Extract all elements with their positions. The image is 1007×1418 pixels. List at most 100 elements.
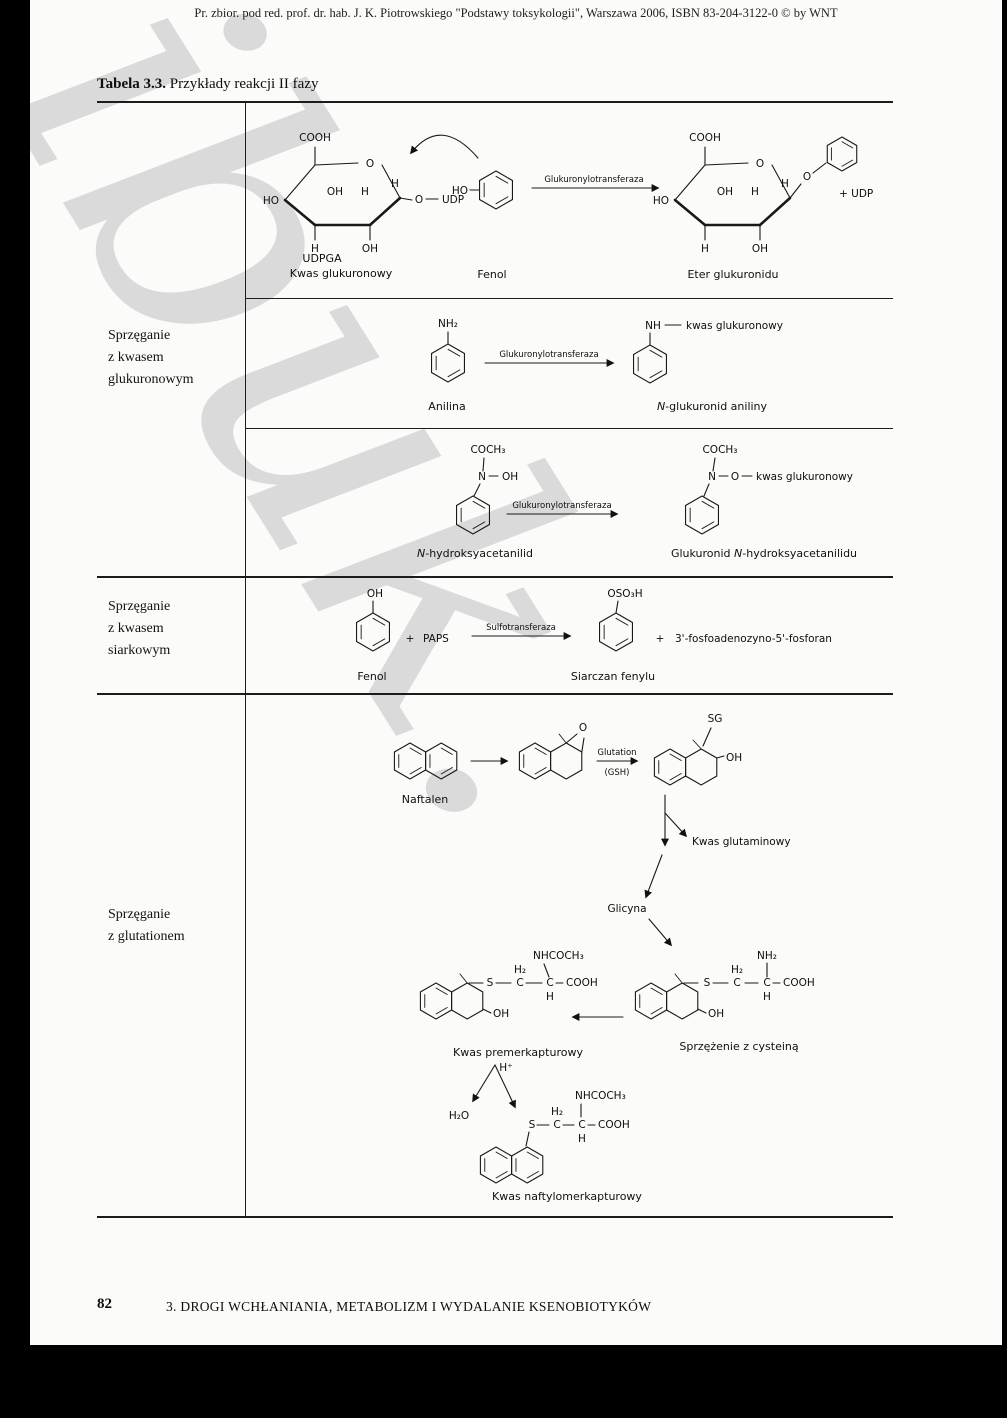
diagram-glucuronidation-nhydroxyacetanilide: COCH₃ N OH Glukuronylotransferaza COCH₃ … <box>455 444 853 535</box>
atom-label: H <box>751 186 759 198</box>
rule-vertical-divider <box>245 101 246 1218</box>
diagram-glucuronidation-aniline: NH₂ Glukuronylotransferaza NH kwas gluku… <box>430 318 783 384</box>
caption-n-glukuronid-aniliny: N-glukuronid aniliny <box>657 400 767 413</box>
aromatic-ring <box>425 742 458 780</box>
atom-label: OH <box>502 471 518 483</box>
dehydration-step: H⁺ H₂O <box>449 1062 516 1122</box>
benzene-ring <box>478 170 514 210</box>
caption-fenol: Fenol <box>477 268 507 281</box>
n-glucuronide-aniline-structure: NH kwas glukuronowy <box>632 320 783 384</box>
paf-label: 3'-fosfoadenozyno-5'-fosforan <box>675 633 832 645</box>
atom-label: SG <box>708 713 723 725</box>
atom-label: O <box>415 194 423 206</box>
atom-label: C <box>553 1119 560 1131</box>
caption-kwas-naftylomerkapturowy: Kwas naftylomerkapturowy <box>492 1190 642 1203</box>
atom-label: N <box>708 471 716 483</box>
italic-n: N <box>656 400 666 413</box>
glutathione-conjugate-structure: SG OH <box>653 713 742 786</box>
atom-label: H <box>546 991 554 1003</box>
atom-label: OH <box>752 243 768 255</box>
aromatic-ring <box>518 742 552 780</box>
caption-kwas-premerkapturowy: Kwas premerkapturowy <box>453 1046 583 1059</box>
caption-text: -hydroksyacetanilidu <box>742 547 858 560</box>
atom-label: O <box>579 722 587 734</box>
caption-kwas-glukuronowy: Kwas glukuronowy <box>289 267 393 280</box>
italic-n: N <box>416 547 426 560</box>
dihydro-ring <box>685 748 718 786</box>
atom-label: H <box>311 243 319 255</box>
curved-mechanism-arrow <box>410 134 479 159</box>
atom-label: NH <box>645 320 661 332</box>
atom-label: H <box>701 243 709 255</box>
row-label-line: Sprzęganie <box>108 907 171 922</box>
rule-sub2 <box>245 428 893 429</box>
naphthalene-structure <box>393 742 458 780</box>
atom-label: UDP <box>442 194 464 206</box>
atom-label: S <box>529 1119 536 1131</box>
atom-label: H <box>391 178 399 190</box>
glucuronic-acid-text: kwas glukuronowy <box>686 320 783 332</box>
rule-mid1 <box>97 576 893 578</box>
row-label-line: siarkowym <box>108 643 171 658</box>
cysteine-conjugate-structure: S C H₂ C NH₂ H COOH OH <box>634 950 815 1020</box>
atom-label: COCH₃ <box>702 444 737 456</box>
atom-label: COOH <box>598 1119 630 1131</box>
atom-label: C <box>733 977 740 989</box>
caption-anilina: Anilina <box>428 400 466 413</box>
phenyl-ring <box>826 136 858 172</box>
atom-label: OH <box>708 1008 724 1020</box>
atom-label: NHCOCH₃ <box>533 950 584 962</box>
atom-label: S <box>704 977 711 989</box>
page-scan: ibuk. Pr. zbior. pod red. prof. dr. hab.… <box>30 0 1002 1345</box>
dihydro-ring <box>666 982 699 1020</box>
row-label-glutathione: Sprzęganie z glutationem <box>108 904 185 948</box>
phenol-structure: OH <box>355 588 391 652</box>
reaction-arrow-enzyme: Glukuronylotransferaza <box>484 350 615 367</box>
atom-label: OH <box>726 752 742 764</box>
page-header: Pr. zbior. pod red. prof. dr. hab. J. K.… <box>194 6 838 20</box>
atom-label: COCH₃ <box>470 444 505 456</box>
enzyme-label: Glukuronylotransferaza <box>544 175 643 185</box>
caption-naftalen: Naftalen <box>401 793 449 806</box>
row-label-line: glukuronowym <box>108 372 194 387</box>
page-number: 82 <box>97 1296 112 1312</box>
benzene-ring <box>455 495 491 535</box>
atom-label: NHCOCH₃ <box>575 1090 626 1102</box>
atom-label: OH <box>362 243 378 255</box>
glucuronide-product-structure: COCH₃ N O kwas glukuronowy <box>684 444 853 535</box>
row-label-line: Sprzęganie <box>108 328 171 343</box>
premercapturic-acid-structure: S C H₂ C NHCOCH₃ H COOH OH <box>419 950 598 1020</box>
aromatic-ring <box>634 982 668 1020</box>
atom-label: H₂ <box>731 964 743 976</box>
aromatic-ring <box>479 1146 513 1184</box>
atom-label: C <box>516 977 523 989</box>
enzyme-label: Glukuronylotransferaza <box>499 350 598 360</box>
naphthylmercapturic-acid-structure: NHCOCH₃ S C H₂ C H COOH <box>479 1090 630 1184</box>
reaction-arrow-enzyme: Sulfotransferaza <box>471 623 572 640</box>
atom-label: OH <box>327 186 343 198</box>
benzene-ring <box>684 495 720 535</box>
atom-label: NH₂ <box>757 950 777 962</box>
glutamic-acid-label: Kwas glutaminowy <box>692 836 791 848</box>
caption-text: Glukuronid <box>670 547 735 560</box>
plus-udp-label: + UDP <box>839 188 873 200</box>
rule-mid2 <box>97 693 893 695</box>
paps-label: PAPS <box>423 633 449 645</box>
table-number: Tabela 3.3. <box>97 76 167 92</box>
atom-label: OH <box>493 1008 509 1020</box>
phenol-structure: HO <box>452 170 514 210</box>
diagram-sulfation-phenol: OH + PAPS Sulfotransferaza OSO₃H + 3'-fo… <box>355 588 832 652</box>
glucuronic-acid-structure: COOH O HO OH H H O UDP H OH <box>263 132 464 255</box>
aniline-structure: NH₂ <box>430 318 466 383</box>
glutamic-acid-step: Kwas glutaminowy <box>661 794 791 848</box>
aromatic-ring <box>419 982 453 1020</box>
rule-sub1 <box>245 298 893 299</box>
atom-label: C <box>578 1119 585 1131</box>
aromatic-ring <box>393 742 427 780</box>
atom-label: H <box>763 991 771 1003</box>
row-label-line: z kwasem <box>108 621 164 636</box>
rule-bottom <box>97 1216 893 1218</box>
oxirane-ring <box>550 742 583 780</box>
glucuronic-acid-text: kwas glukuronowy <box>756 471 853 483</box>
